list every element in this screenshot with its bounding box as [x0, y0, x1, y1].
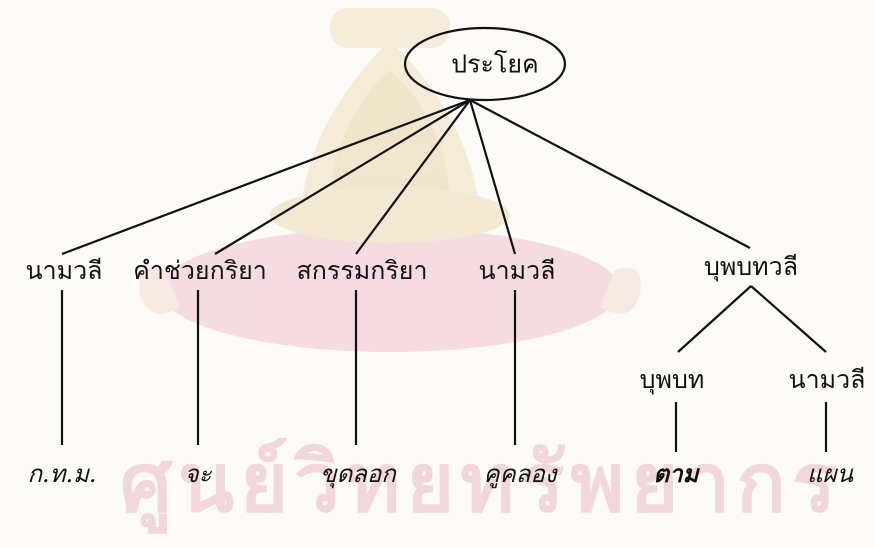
root-node-label: ประโยค [451, 49, 539, 79]
leaf-word-prep: ตาม [653, 459, 699, 488]
pp-child-prep-label: บุพบท [639, 365, 705, 394]
edge-root-to-np1 [61, 98, 471, 256]
edge-root-to-pp [469, 99, 751, 249]
leaf-word-np2: คูคลอง [483, 460, 557, 488]
tree-edges [60, 26, 828, 452]
syntax-tree-diagram: ศูนย์วิทยทรัพยากร ประโยค นามวลี คำช่วยกร… [25, 8, 866, 531]
leaf-word-aux: จะ [184, 460, 212, 488]
constituent-pp-label: บุพบทวลี [703, 252, 799, 281]
leaf-word-verb: ขุดลอก [320, 460, 396, 488]
constituent-np2-label: นามวลี [478, 256, 556, 285]
edge-pp-to-prep [677, 285, 752, 353]
constituent-aux-label: คำช่วยกริยา [133, 256, 267, 285]
edge-pp-to-np3 [750, 285, 827, 353]
root-node-ellipse [403, 26, 567, 102]
constituent-verb-label: สกรรมกริยา [296, 256, 428, 285]
constituent-np1-label: นามวลี [25, 256, 103, 285]
leaf-word-np3: แผน [807, 460, 853, 488]
edge-root-to-aux [214, 99, 471, 255]
pp-child-np3-label: นามวลี [788, 365, 866, 394]
leaf-word-np1: ก.ท.ม. [27, 460, 97, 488]
edge-root-to-np2 [468, 99, 517, 255]
edge-root-to-verb [355, 99, 471, 255]
